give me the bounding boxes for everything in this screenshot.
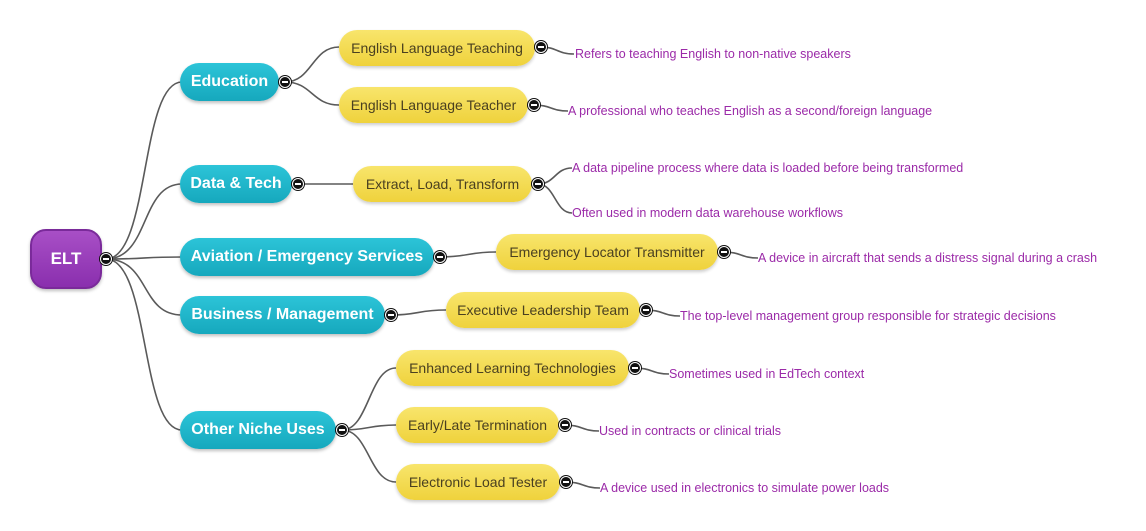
minus-circle-icon[interactable] (434, 251, 446, 263)
minus-circle-icon[interactable] (559, 419, 571, 431)
description-text: A professional who teaches English as a … (568, 104, 933, 118)
minus-circle-icon[interactable] (640, 304, 652, 316)
branch-label: Education (190, 73, 269, 90)
topic-node[interactable]: Early/Late Termination (396, 407, 559, 443)
root-node[interactable]: ELT (30, 229, 102, 289)
minus-circle-icon[interactable] (535, 41, 547, 53)
minus-circle-icon[interactable] (528, 99, 540, 111)
description-text: Refers to teaching English to non-native… (575, 47, 851, 61)
branch-label: Aviation / Emergency Services (190, 248, 424, 265)
topic-node[interactable]: English Language Teaching (339, 30, 535, 66)
connector-line (537, 183, 573, 214)
connector-line (105, 183, 183, 260)
minus-circle-icon[interactable] (532, 178, 544, 190)
topic-node[interactable]: English Language Teacher (339, 87, 528, 123)
branch-node-business[interactable]: Business / Management (180, 296, 385, 334)
connector-line (105, 81, 183, 260)
topic-node[interactable]: Emergency Locator Transmitter (496, 234, 718, 270)
minus-circle-icon[interactable] (560, 476, 572, 488)
branch-label: Other Niche Uses (191, 421, 325, 438)
connector-line (341, 367, 397, 431)
description-text: Often used in modern data warehouse work… (572, 206, 843, 220)
topic-node[interactable]: Extract, Load, Transform (353, 166, 532, 202)
connector-line (439, 251, 497, 258)
connector-line (105, 258, 183, 316)
topic-node[interactable]: Electronic Load Tester (396, 464, 560, 500)
connector-line (284, 81, 340, 106)
topic-node[interactable]: Executive Leadership Team (446, 292, 640, 328)
minus-circle-icon[interactable] (279, 76, 291, 88)
connector-line (105, 256, 183, 260)
branch-label: Business / Management (191, 306, 374, 323)
topic-node[interactable]: Enhanced Learning Technologies (396, 350, 629, 386)
branch-node-education[interactable]: Education (180, 63, 279, 101)
description-text: Used in contracts or clinical trials (599, 424, 782, 438)
minus-circle-icon[interactable] (385, 309, 397, 321)
connector-line (284, 46, 340, 83)
minus-circle-icon[interactable] (100, 253, 112, 265)
minus-circle-icon[interactable] (292, 178, 304, 190)
root-label: ELT (50, 249, 82, 268)
description-text: A device used in electronics to simulate… (600, 481, 890, 495)
minus-circle-icon[interactable] (336, 424, 348, 436)
connector-line (105, 258, 183, 431)
minus-circle-icon[interactable] (629, 362, 641, 374)
connector-line (341, 429, 397, 483)
description-text: Sometimes used in EdTech context (669, 367, 865, 381)
branch-label: Data & Tech (190, 175, 282, 192)
description-text: A data pipeline process where data is lo… (572, 161, 964, 175)
branch-node-data-tech[interactable]: Data & Tech (180, 165, 292, 203)
branch-node-other[interactable]: Other Niche Uses (180, 411, 336, 449)
minus-circle-icon[interactable] (718, 246, 730, 258)
description-text: A device in aircraft that sends a distre… (758, 251, 1098, 265)
description-text: The top-level management group responsib… (680, 309, 1056, 323)
connector-line (341, 424, 397, 431)
connector-line (390, 309, 447, 316)
branch-node-aviation[interactable]: Aviation / Emergency Services (180, 238, 434, 276)
